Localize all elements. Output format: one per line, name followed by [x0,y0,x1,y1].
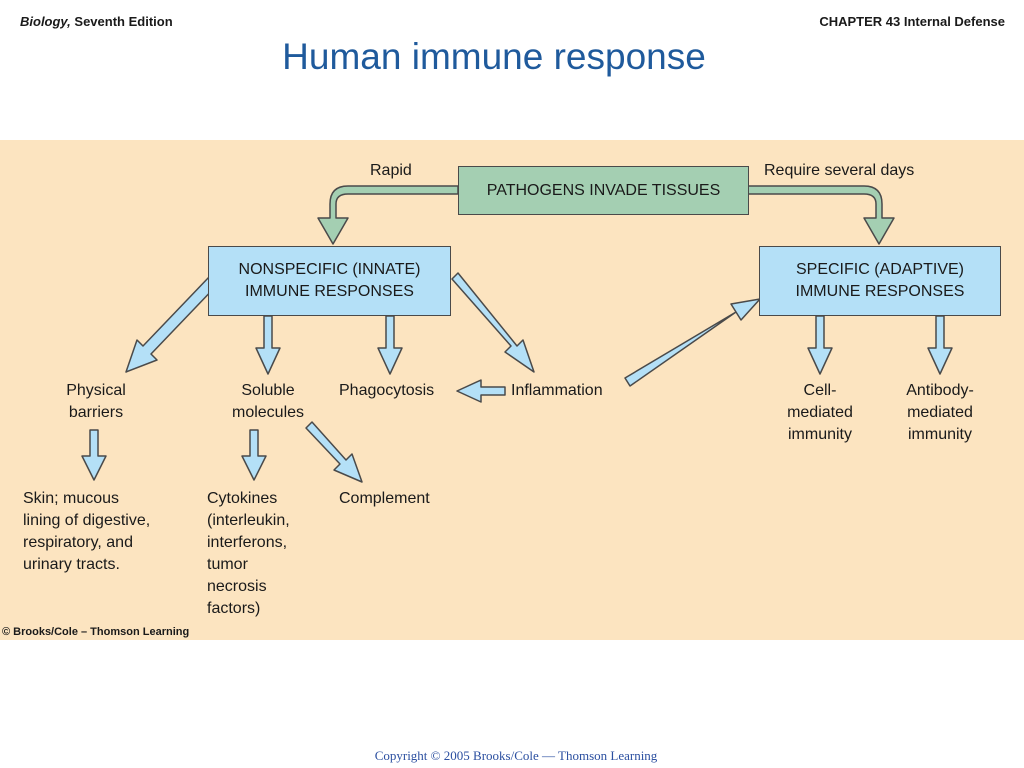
rapid-label: Rapid [370,162,412,179]
book-header: Biology, Seventh Edition [20,14,173,29]
several-days-bent-arrow [747,185,895,245]
arrow-to-physical-barriers [125,275,219,373]
inflammation-label: Inflammation [511,382,603,399]
cell-mediated-label: Cell- mediated immunity [787,382,853,443]
arrow-to-phagocytosis [377,315,403,375]
arrow-to-antibody-mediated [927,315,953,375]
book-edition: Seventh Edition [70,14,173,29]
diagram-panel [0,140,1024,640]
cytokines-description: Cytokines (interleukin, interferons, tum… [207,490,290,617]
arrow-to-cytokines [241,429,267,481]
arrow-inflammation-to-specific [624,298,761,387]
arrow-to-cell-mediated [807,315,833,375]
arrow-to-complement [305,421,363,483]
nonspecific-box-label: NONSPECIFIC (INNATE) IMMUNE RESPONSES [238,261,421,300]
arrow-to-soluble-molecules [255,315,281,375]
image-credit: © Brooks/Cole – Thomson Learning [2,626,190,638]
soluble-molecules-label: Soluble molecules [231,382,305,421]
slide-title: Human immune response [282,36,706,77]
arrow-inflammation-to-phagocytosis [456,379,506,403]
specific-box-label: SPECIFIC (ADAPTIVE) IMMUNE RESPONSES [795,261,965,300]
antibody-mediated-label: Antibody- mediated immunity [906,382,974,443]
physical-barriers-label: Physical barriers [66,382,126,421]
arrow-to-skin [81,429,107,481]
chapter-header: CHAPTER 43 Internal Defense [819,14,1005,29]
complement-label: Complement [339,490,430,507]
copyright-footer: Copyright © 2005 Brooks/Cole — Thomson L… [374,748,658,763]
skin-description: Skin; mucous lining of digestive, respir… [23,490,151,573]
phagocytosis-label: Phagocytosis [339,382,435,399]
nonspecific-box: NONSPECIFIC (INNATE) IMMUNE RESPONSES [208,246,451,316]
rapid-bent-arrow [317,185,459,245]
specific-box: SPECIFIC (ADAPTIVE) IMMUNE RESPONSES [759,246,1001,316]
several-days-label: Require several days [764,162,915,179]
book-title: Biology, [20,14,71,29]
pathogens-box: PATHOGENS INVADE TISSUES [458,166,749,215]
pathogens-box-label: PATHOGENS INVADE TISSUES [486,181,721,199]
arrow-to-inflammation [451,272,535,373]
